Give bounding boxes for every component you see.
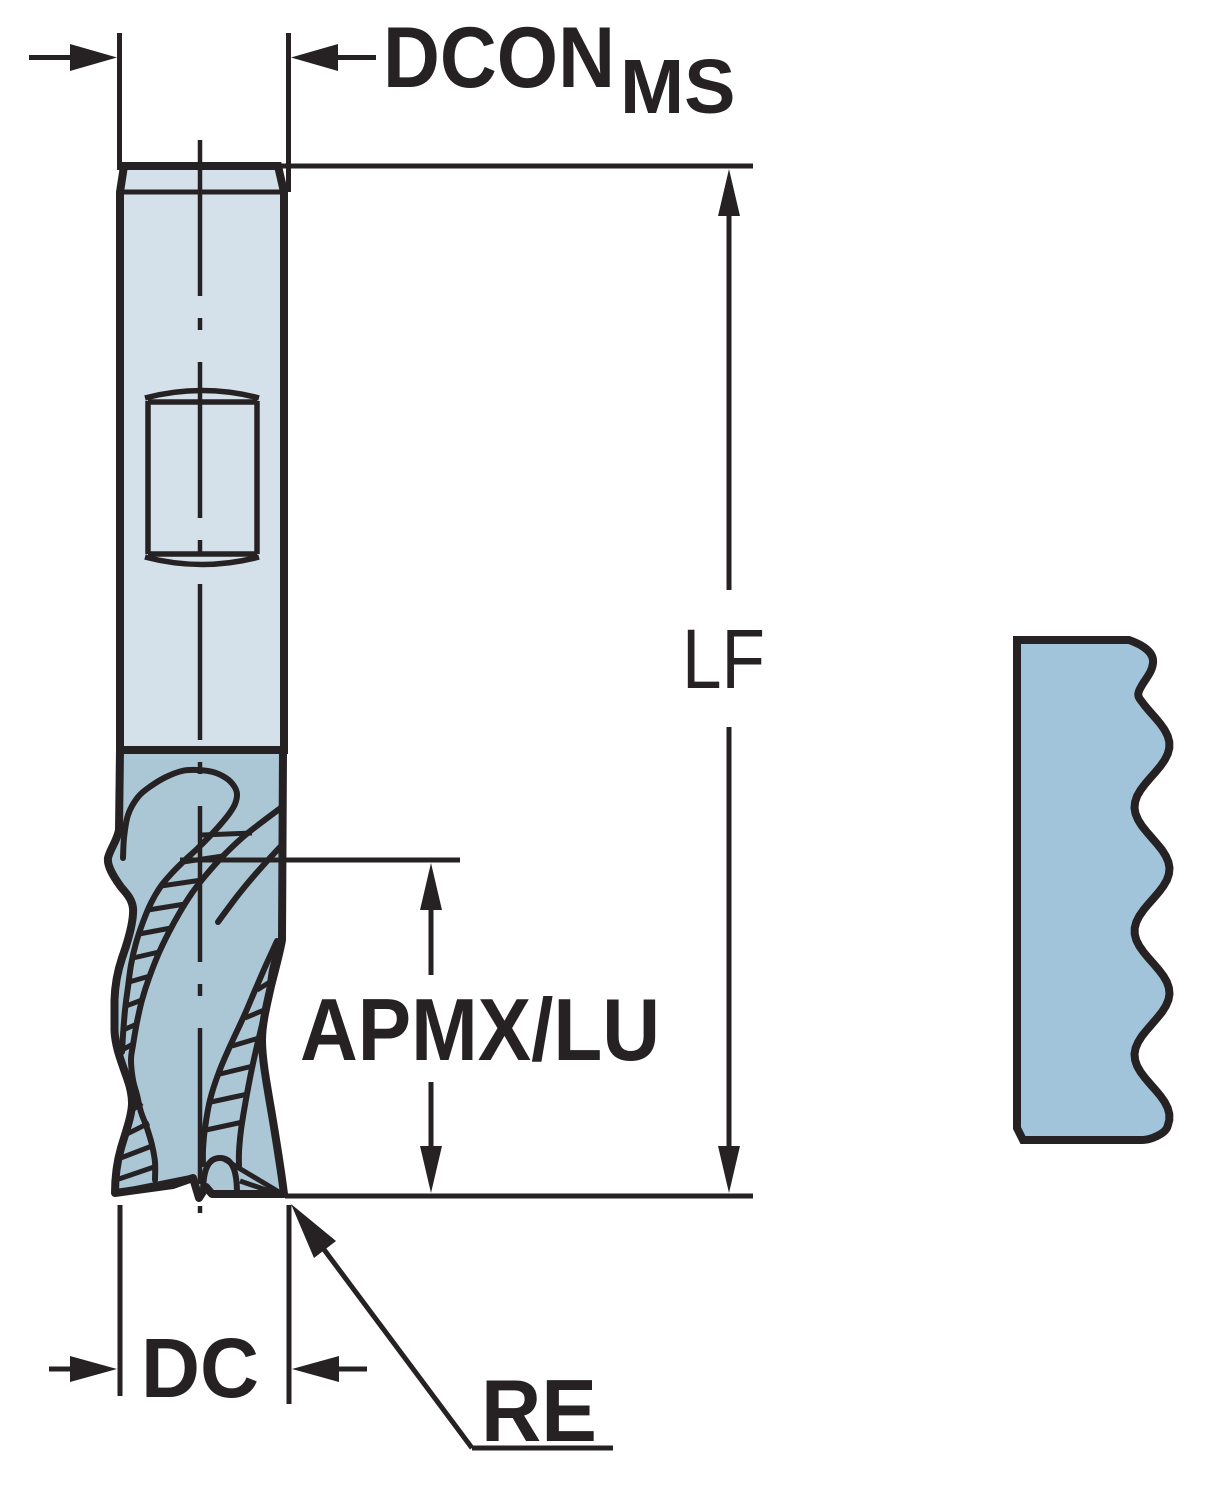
svg-text:RE: RE [481, 1361, 597, 1460]
svg-text:MS: MS [620, 44, 736, 130]
svg-text:DC: DC [141, 1321, 259, 1415]
svg-text:APMX/LU: APMX/LU [300, 980, 660, 1079]
svg-text:DCON: DCON [383, 10, 615, 106]
svg-text:LF: LF [682, 612, 765, 706]
